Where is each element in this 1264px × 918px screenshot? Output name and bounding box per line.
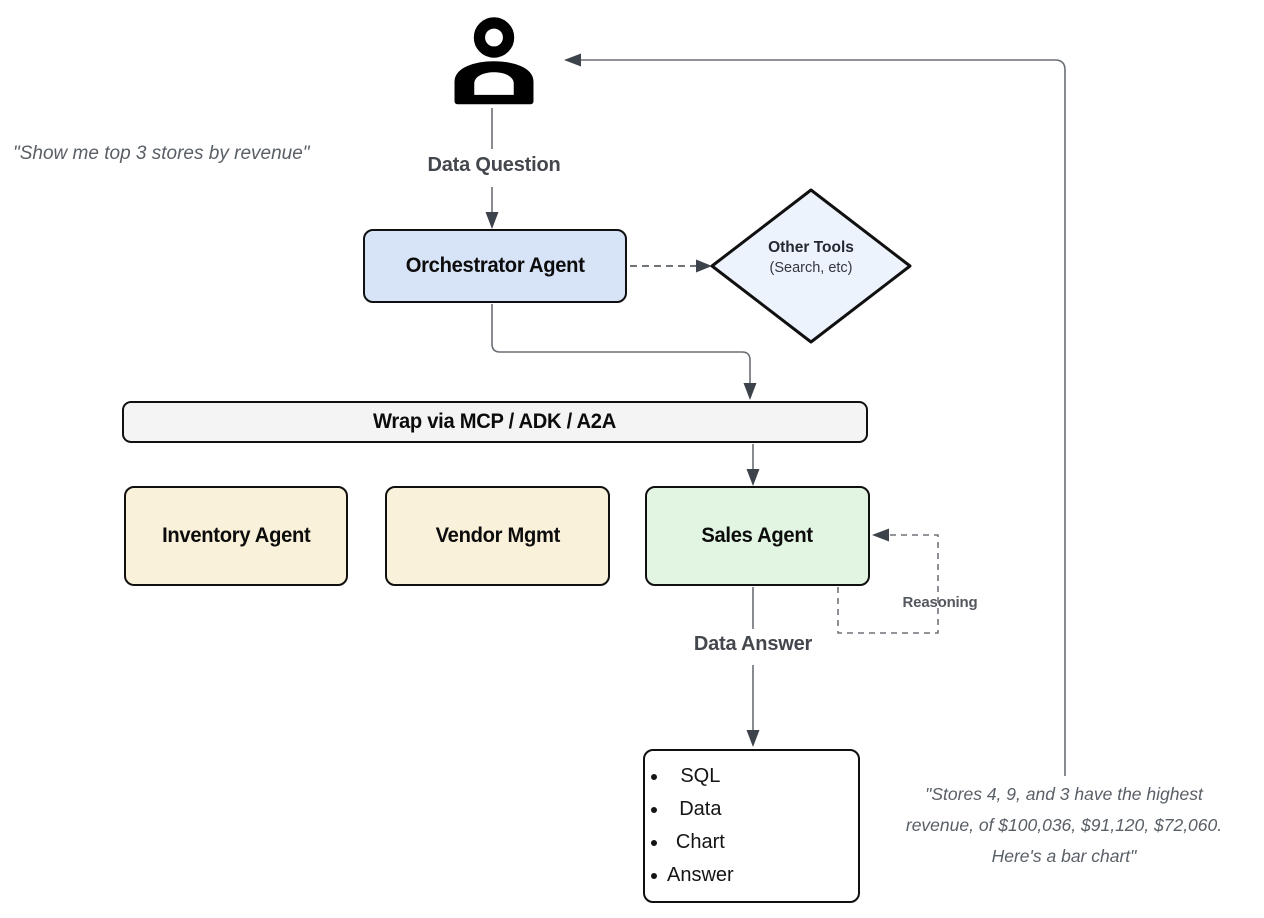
- sales-agent-label: Sales Agent: [701, 524, 814, 547]
- arrowhead-into-tools: [696, 259, 712, 273]
- arrowhead-into-output: [746, 730, 760, 747]
- output-artifacts-list: SQL Data Chart Answer: [645, 760, 734, 892]
- sales-agent-node[interactable]: Sales Agent: [645, 486, 870, 586]
- list-item: Answer: [651, 859, 734, 892]
- orchestrator-agent-label: Orchestrator Agent: [405, 254, 585, 277]
- list-item: Chart: [651, 826, 734, 859]
- inventory-agent-label: Inventory Agent: [161, 524, 311, 547]
- data-answer-label: Data Answer: [693, 633, 813, 655]
- vendor-mgmt-label: Vendor Mgmt: [435, 524, 560, 547]
- other-tools-text: Other Tools (Search, etc): [731, 238, 891, 278]
- arrowhead-into-orchestrator: [485, 212, 499, 229]
- inventory-agent-node[interactable]: Inventory Agent: [124, 486, 348, 586]
- person-icon: [454, 17, 534, 105]
- arrowhead-into-wrap: [743, 383, 757, 400]
- reasoning-label: Reasoning: [902, 594, 978, 611]
- other-tools-title: Other Tools: [768, 239, 854, 256]
- orchestrator-agent-node[interactable]: Orchestrator Agent: [363, 229, 627, 303]
- edge-orchestrator-to-wrap: [491, 304, 751, 386]
- data-question-label: Data Question: [427, 154, 561, 176]
- arrowhead-into-user: [564, 53, 581, 67]
- output-artifacts-node[interactable]: SQL Data Chart Answer: [643, 749, 860, 903]
- wrap-mcp-adk-a2a-bar[interactable]: Wrap via MCP / ADK / A2A: [122, 401, 868, 443]
- arrowhead-reasoning: [872, 528, 889, 542]
- list-item: SQL: [651, 760, 734, 793]
- list-item: Data: [651, 793, 734, 826]
- answer-quote: "Stores 4, 9, and 3 have the highest rev…: [905, 784, 1223, 867]
- other-tools-subtitle: (Search, etc): [769, 259, 853, 276]
- wrap-bar-label: Wrap via MCP / ADK / A2A: [373, 410, 617, 433]
- vendor-mgmt-node[interactable]: Vendor Mgmt: [385, 486, 610, 586]
- arrowhead-into-sales: [746, 469, 760, 486]
- user-request-quote: "Show me top 3 stores by revenue": [13, 143, 310, 164]
